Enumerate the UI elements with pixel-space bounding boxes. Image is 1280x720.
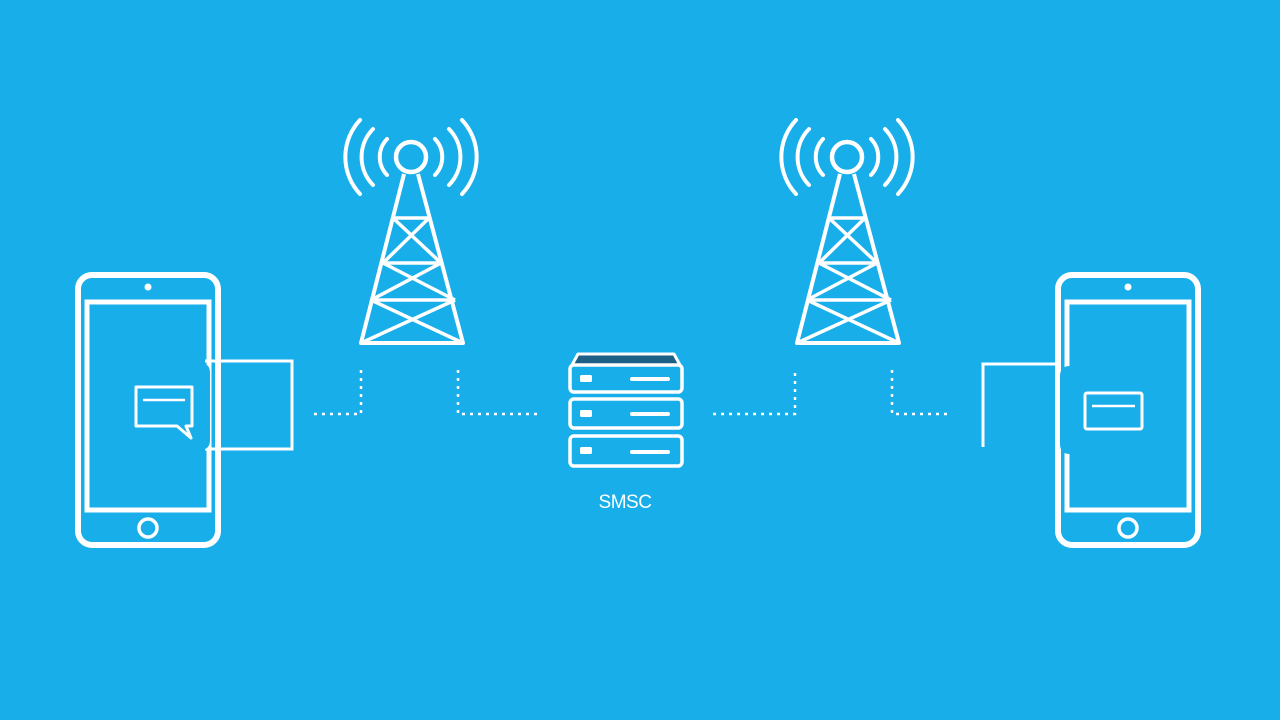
link-tower-to-server-left — [456, 370, 540, 416]
outgoing-message-card — [205, 359, 294, 451]
cell-tower-icon — [779, 118, 915, 345]
receiver-speech-bubble — [1060, 366, 1160, 482]
connection-lines — [314, 370, 950, 416]
cell-tower-icon — [343, 118, 479, 345]
server-label: SMSC — [598, 492, 652, 513]
sender-speech-bubble — [116, 363, 210, 476]
receiver-tower — [779, 118, 915, 345]
link-server-to-tower-right — [713, 370, 797, 416]
sms-center-server — [568, 352, 684, 468]
sender-tower — [343, 118, 479, 345]
link-phone-to-tower-left — [314, 370, 363, 416]
message-icon — [134, 385, 194, 440]
incoming-message-card — [981, 362, 1058, 447]
message-icon — [1083, 391, 1144, 431]
server-stack-icon — [568, 352, 684, 468]
link-tower-to-phone-right — [890, 370, 950, 416]
